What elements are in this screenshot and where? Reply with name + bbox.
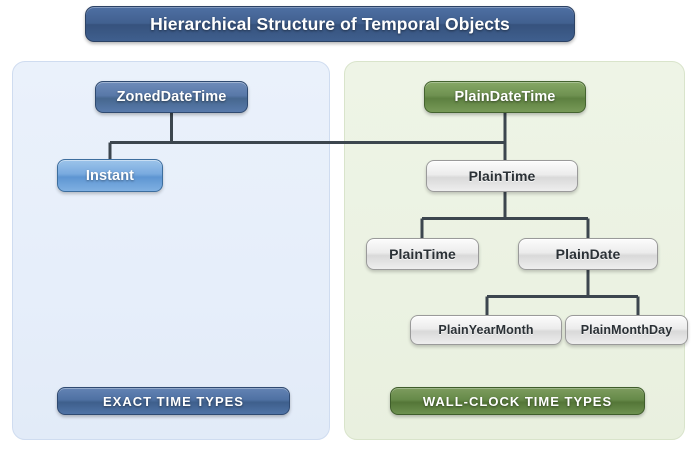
node-label: PlainTime <box>389 246 456 262</box>
node-label: PlainYearMonth <box>438 323 534 337</box>
node-label: ZonedDateTime <box>116 89 227 105</box>
exact-time-panel <box>12 61 330 440</box>
node-instant[interactable]: Instant <box>57 159 163 192</box>
node-plain-time[interactable]: PlainTime <box>366 238 479 270</box>
diagram-title-banner: Hierarchical Structure of Temporal Objec… <box>85 6 575 42</box>
node-label: PlainTime <box>468 168 536 184</box>
node-plain-year-month[interactable]: PlainYearMonth <box>410 315 562 345</box>
node-plain-time-top[interactable]: PlainTime <box>426 160 578 192</box>
wall-clock-time-types-badge: WALL-CLOCK TIME TYPES <box>390 387 645 415</box>
exact-time-types-badge: EXACT TIME TYPES <box>57 387 290 415</box>
node-label: Instant <box>85 167 135 184</box>
node-plain-month-day[interactable]: PlainMonthDay <box>565 315 688 345</box>
node-zoned-date-time[interactable]: ZonedDateTime <box>95 81 248 113</box>
node-plain-date-time[interactable]: PlainDateTime <box>424 81 586 113</box>
node-label: PlainDateTime <box>454 89 556 105</box>
node-plain-date[interactable]: PlainDate <box>518 238 658 270</box>
node-label: PlainDate <box>555 246 621 262</box>
badge-label: WALL-CLOCK TIME TYPES <box>422 393 613 409</box>
page-title: Hierarchical Structure of Temporal Objec… <box>150 13 510 34</box>
badge-label: EXACT TIME TYPES <box>103 393 244 409</box>
node-label: PlainMonthDay <box>580 323 673 337</box>
